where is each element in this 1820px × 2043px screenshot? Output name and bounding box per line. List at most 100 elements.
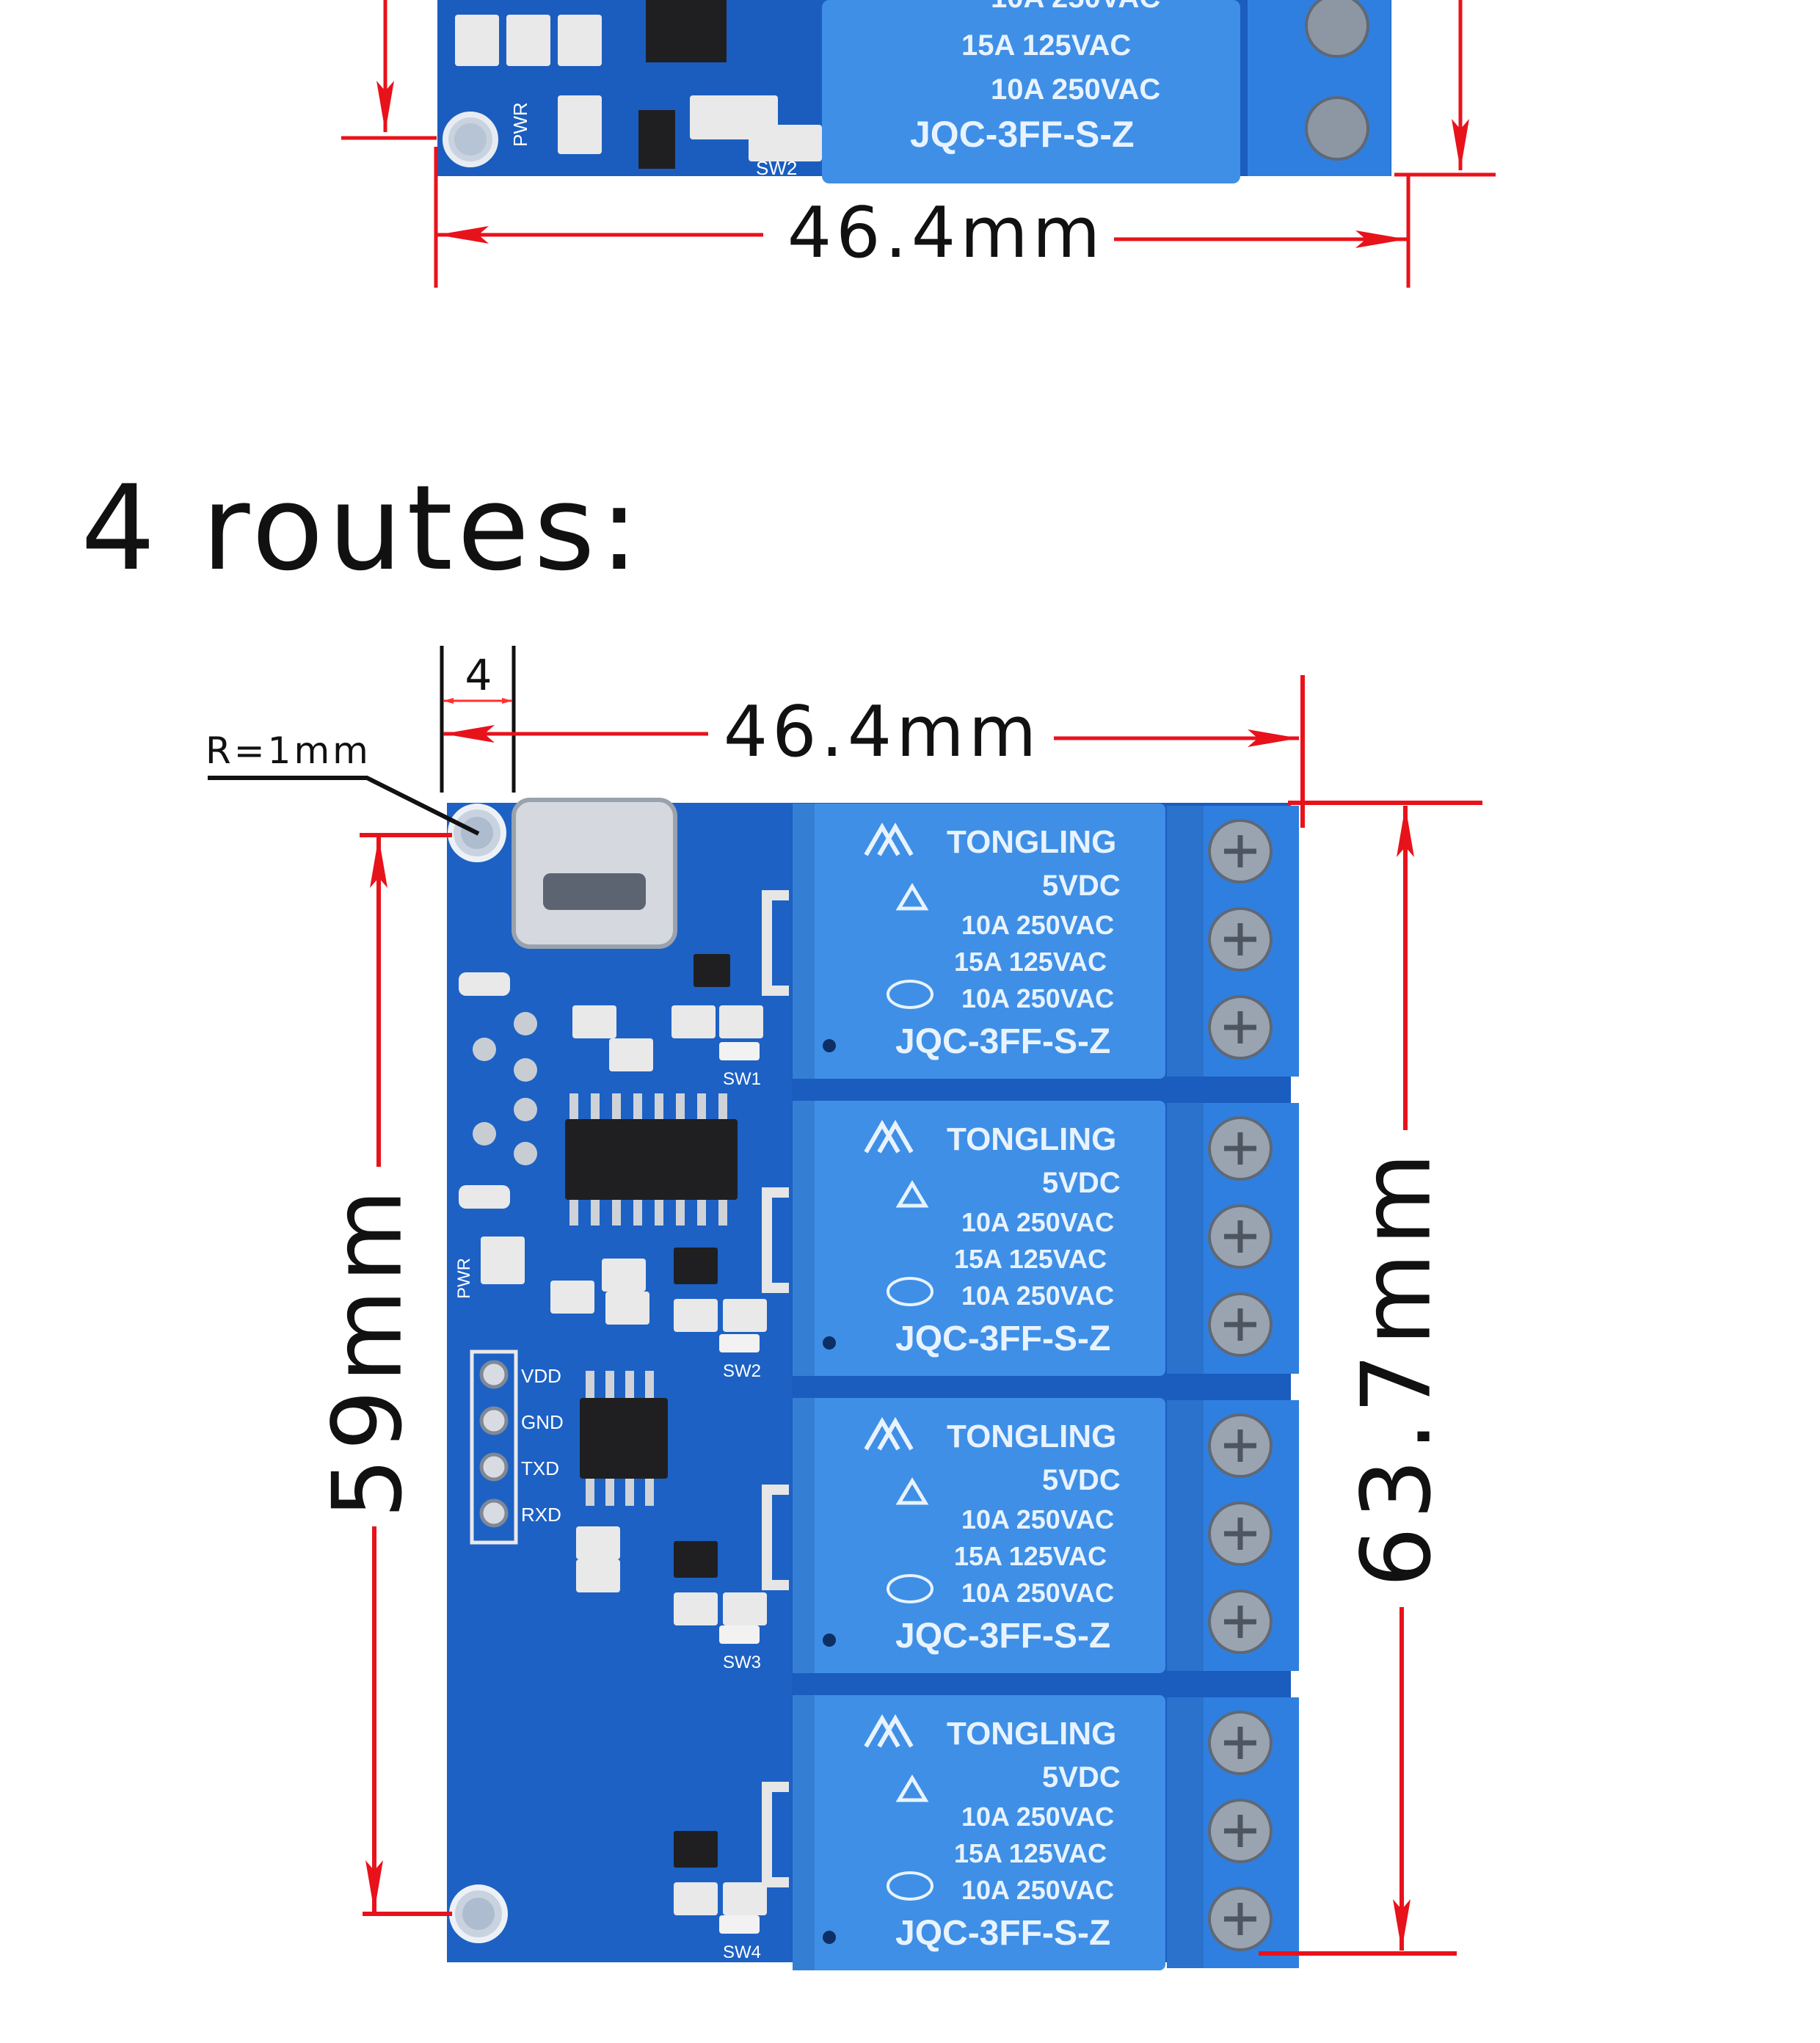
- relay-pin-mark: [823, 1336, 836, 1350]
- terminal-block-1: [1167, 806, 1299, 1077]
- relay-rating-3: 10A 250VAC: [961, 1875, 1114, 1905]
- screw-slot: [1224, 1815, 1256, 1847]
- warning-triangle-icon: [895, 1477, 929, 1505]
- warning-triangle-icon: [895, 883, 929, 911]
- warning-triangle-icon: [895, 1180, 929, 1208]
- relay-side: [793, 1101, 815, 1376]
- header-label-vdd: VDD: [521, 1365, 561, 1387]
- width-label: 46.4mm: [724, 692, 1041, 773]
- usb-c-port: [543, 873, 646, 910]
- relay-body: [793, 1101, 1165, 1376]
- screw-slot: [1224, 1903, 1256, 1935]
- sw4-label: SW4: [723, 1942, 761, 1962]
- sw1-label: SW1: [723, 1069, 761, 1089]
- brand-logo-icon: [864, 1417, 914, 1451]
- relay-rating-2: 15A 125VAC: [954, 1541, 1107, 1571]
- relay-body: [793, 1695, 1165, 1970]
- radius-label: R=1mm: [205, 729, 371, 772]
- via-5: [473, 1038, 496, 1061]
- relay-voltage: 5VDC: [1042, 870, 1121, 902]
- relay-rating-1: 10A 250VAC: [961, 1802, 1114, 1832]
- terminal-block-4: [1167, 1697, 1299, 1968]
- header-pin-txd: [479, 1452, 509, 1482]
- header-pin-vdd: [479, 1360, 509, 1389]
- relay-rating-1: 10A 250VAC: [961, 1504, 1114, 1534]
- screw-slot: [1224, 1518, 1256, 1550]
- heading: 4 routes:: [81, 459, 644, 597]
- top-relay: [822, 0, 1240, 183]
- cqc-mark-icon: [887, 1574, 933, 1603]
- transistors: [674, 954, 730, 1868]
- pad-1: [459, 972, 510, 996]
- cqc-mark-icon: [887, 980, 933, 1009]
- relay-pin-mark: [823, 1931, 836, 1944]
- top-chip: [646, 0, 727, 62]
- mount-hole-bottom-inner: [462, 1898, 495, 1930]
- relay-rating-3: 10A 250VAC: [961, 1578, 1114, 1608]
- header-pin-gnd: [479, 1406, 509, 1435]
- via-6: [473, 1122, 496, 1146]
- relay-pin-mark: [823, 1634, 836, 1647]
- screw-slot: [1224, 1011, 1256, 1044]
- top-smd-3: [558, 15, 602, 66]
- relay-rating-3: 10A 250VAC: [961, 983, 1114, 1013]
- header-label-rxd: RXD: [521, 1504, 561, 1526]
- brand-logo-icon: [864, 1714, 914, 1748]
- screw-slot: [1224, 1606, 1256, 1638]
- relay-voltage: 5VDC: [1042, 1167, 1121, 1199]
- brand-logo-icon: [864, 823, 914, 856]
- relay-bracket: [762, 1485, 789, 1590]
- via-4: [514, 1142, 537, 1165]
- relay-brand: TONGLING: [947, 1121, 1116, 1157]
- top-sw2-label: SW2: [756, 157, 797, 179]
- top-smd-6: [558, 95, 602, 154]
- bottom-dimensions: 4 R=1mm 46.4mm 59mm 63.7mm: [205, 646, 1482, 1956]
- relay-pin-mark: [823, 1039, 836, 1052]
- header-label-txd: TXD: [521, 1457, 559, 1479]
- board-4ch: VDD GND TXD RXD PWR SW1 SW2: [447, 798, 1299, 1970]
- warning-triangle-icon: [895, 1774, 929, 1802]
- relay-rating-3: 10A 250VAC: [961, 1281, 1114, 1311]
- top-pwr-label: PWR: [509, 102, 531, 147]
- height-label: 63.7mm: [1341, 1146, 1452, 1588]
- top-relay-line-1: 10A 250VAC: [991, 0, 1160, 14]
- relay-rating-2: 15A 125VAC: [954, 947, 1107, 977]
- via-3: [514, 1098, 537, 1121]
- relay-brand: TONGLING: [947, 1716, 1116, 1752]
- smd-components: [481, 1005, 767, 1915]
- sw3-label: SW3: [723, 1653, 761, 1672]
- relay-model: JQC-3FF-S-Z: [895, 1022, 1110, 1061]
- screw-slot: [1224, 835, 1256, 867]
- screw-slot: [1224, 1220, 1256, 1253]
- offset-label: 4: [465, 650, 492, 700]
- terminal-block-2: [1167, 1103, 1299, 1374]
- relay-voltage: 5VDC: [1042, 1464, 1121, 1496]
- screw-slot: [1224, 1727, 1256, 1759]
- header-pin-rxd: [479, 1498, 509, 1528]
- via-1: [514, 1012, 537, 1035]
- soic8-pins: [586, 1371, 654, 1506]
- relay-bracket: [762, 1187, 789, 1293]
- relay-side: [793, 1695, 815, 1970]
- via-2: [514, 1058, 537, 1082]
- relay-body: [793, 1398, 1165, 1673]
- terminal-face: [1167, 1697, 1204, 1968]
- hole-spacing-label: 59mm: [312, 1182, 423, 1519]
- relay-voltage: 5VDC: [1042, 1761, 1121, 1793]
- top-smd-2: [506, 15, 550, 66]
- top-dimensions: 46.4mm: [341, 0, 1496, 288]
- relay-rating-2: 15A 125VAC: [954, 1838, 1107, 1868]
- top-width-label: 46.4mm: [787, 193, 1105, 274]
- top-relay-model: JQC-3FF-S-Z: [910, 114, 1135, 155]
- cqc-mark-icon: [887, 1871, 933, 1901]
- soic8-chip: [580, 1398, 668, 1479]
- terminal-face: [1167, 1103, 1204, 1374]
- top-smd-1: [455, 15, 499, 66]
- cqc-mark-icon: [887, 1277, 933, 1306]
- relay-4: TONGLING 5VDC 10A 250VAC 15A 125VAC 10A 250V…: [762, 1695, 1299, 1970]
- soic16-pins: [569, 1093, 727, 1226]
- top-terminal-screw-1: [1305, 0, 1369, 58]
